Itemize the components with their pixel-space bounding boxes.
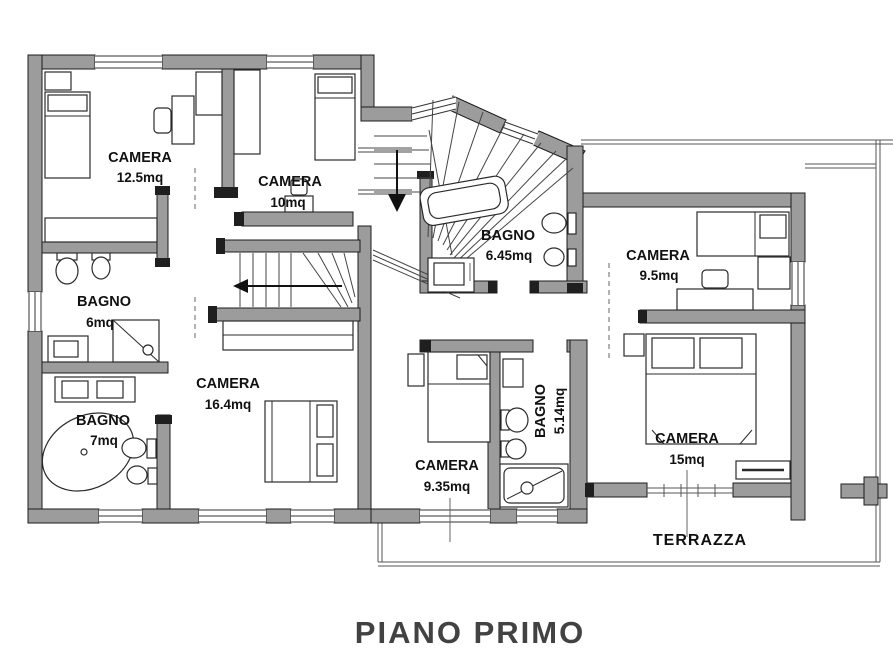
label-camera-12-5-name: CAMERA	[108, 150, 172, 166]
bidet	[505, 438, 527, 460]
label-camera-16-4-name: CAMERA	[196, 376, 260, 392]
desk	[171, 95, 195, 145]
pillow	[317, 76, 353, 94]
label-camera-9-5-area: 9.5mq	[639, 268, 678, 283]
room-labels: CAMERA 12.5mq CAMERA 10mq BAGNO 6mq BAGN…	[76, 150, 747, 549]
nightstand	[44, 71, 72, 91]
bidet-tank	[147, 467, 158, 485]
toilet	[505, 407, 529, 433]
toilet	[541, 212, 567, 234]
stairs-main	[358, 99, 574, 299]
label-camera-10-area: 10mq	[270, 195, 305, 210]
desk	[676, 288, 754, 311]
pillow	[651, 337, 695, 369]
label-bagno-6-45-name: BAGNO	[481, 228, 535, 244]
label-terrazza: TERRAZZA	[653, 532, 747, 549]
label-bagno-7-area: 7mq	[90, 433, 118, 448]
pillow	[316, 443, 334, 477]
furniture-bagno-6-45	[419, 175, 577, 293]
chair	[290, 178, 308, 196]
label-camera-12-5-area: 12.5mq	[117, 170, 164, 185]
furniture-camera-10	[233, 69, 356, 213]
wardrobe	[233, 69, 261, 155]
wall-caps	[155, 171, 647, 497]
window-bottom-5	[517, 509, 557, 523]
toilet-tank	[146, 438, 157, 459]
label-camera-9-5-name: CAMERA	[626, 248, 690, 264]
wardrobe	[195, 71, 223, 116]
label-camera-9-35-name: CAMERA	[415, 458, 479, 474]
walls	[27, 54, 888, 524]
window-diagonal-1	[411, 96, 457, 121]
chair	[153, 107, 172, 134]
label-bagno-5-14-name: BAGNO	[533, 384, 549, 438]
desk	[284, 195, 314, 213]
bidet-tank	[567, 248, 577, 267]
window-bottom-4	[420, 509, 490, 523]
cabinet	[502, 358, 524, 388]
bidet	[126, 465, 148, 485]
furniture-camera-9-35	[407, 351, 491, 443]
chair	[701, 269, 729, 289]
label-bagno-7-name: BAGNO	[76, 413, 130, 429]
nightstand	[407, 353, 425, 387]
window-top-2	[267, 55, 313, 69]
page-title: PIANO PRIMO	[355, 615, 585, 650]
stairs-upper	[233, 252, 356, 308]
pillow	[316, 404, 334, 438]
label-camera-15-name: CAMERA	[655, 431, 719, 447]
label-bagno-6-45-area: 6.45mq	[486, 248, 533, 263]
toilet	[55, 257, 79, 285]
terrace-outline	[377, 139, 893, 567]
bidet	[543, 247, 565, 267]
bidet	[91, 256, 111, 280]
furniture-camera-12-5	[44, 71, 223, 179]
pillow	[699, 337, 743, 369]
guide-lines	[194, 168, 688, 542]
furniture-bagno-5-14	[499, 358, 569, 508]
window-bottom-3	[291, 509, 334, 523]
label-camera-9-35-area: 9.35mq	[424, 479, 471, 494]
window-right	[791, 262, 805, 305]
pillow	[456, 354, 488, 380]
window-bottom-1	[99, 509, 142, 523]
stairs-left-arrow	[233, 279, 342, 293]
furniture-bagno-7	[41, 376, 158, 492]
label-camera-10-name: CAMERA	[258, 174, 322, 190]
bathtub	[41, 412, 135, 492]
label-camera-16-4-area: 16.4mq	[205, 397, 252, 412]
label-bagno-6-area: 6mq	[86, 315, 114, 330]
label-bagno-6-name: BAGNO	[77, 294, 131, 310]
stairs-down-arrow	[388, 150, 406, 212]
furniture-bagno-6	[47, 252, 160, 363]
nightstand	[623, 333, 645, 357]
pillow	[759, 214, 787, 239]
wardrobe	[44, 217, 158, 243]
window-diagonal-2	[499, 121, 539, 146]
label-bagno-5-14-area: 5.14mq	[552, 388, 567, 435]
furniture-camera-9-5	[676, 211, 791, 311]
furniture-camera-15	[623, 333, 791, 480]
toilet-tank	[567, 212, 577, 235]
toilet	[121, 437, 147, 459]
wardrobe	[757, 256, 791, 290]
sliding-door-terrace	[647, 484, 733, 497]
windows	[28, 55, 805, 523]
pillow	[47, 94, 88, 112]
furniture-camera-16-4	[44, 217, 354, 483]
window-left	[28, 292, 42, 331]
window-top-1	[95, 55, 162, 69]
window-bottom-2	[199, 509, 266, 523]
label-camera-15-area: 15mq	[669, 452, 704, 467]
